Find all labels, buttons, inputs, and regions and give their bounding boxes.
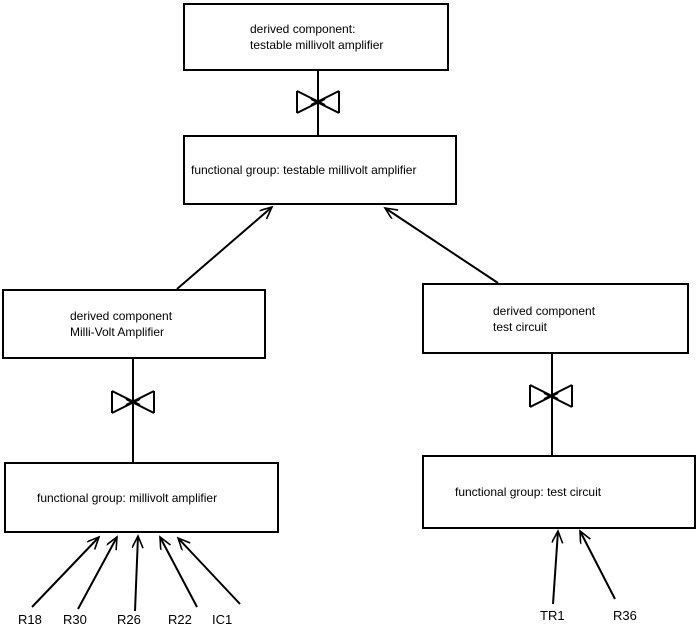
box-functional-group-millivolt-amplifier[interactable]: functional group: millivolt amplifier bbox=[4, 462, 279, 533]
arrow-r36 bbox=[579, 531, 616, 600]
box-text-line: test circuit bbox=[493, 319, 548, 334]
box-derived-component-milli-volt-amplifier[interactable]: derived component Milli-Volt Amplifier bbox=[2, 289, 266, 359]
arrow-r18 bbox=[31, 537, 99, 608]
arrow-r30 bbox=[77, 537, 117, 610]
box-functional-group-test-circuit[interactable]: functional group: test circuit bbox=[422, 455, 696, 529]
component-label-r26[interactable]: R26 bbox=[117, 612, 141, 627]
arrow-r26 bbox=[135, 536, 138, 612]
arrow-left-derived-to-fg-testable bbox=[176, 207, 272, 290]
box-text-line: Milli-Volt Amplifier bbox=[70, 325, 165, 339]
box-text-line: functional group: test circuit bbox=[455, 485, 602, 499]
arrow-ic1 bbox=[178, 538, 241, 605]
box-text-line: functional group: testable millivolt amp… bbox=[191, 163, 417, 177]
arrow-tr1 bbox=[553, 531, 558, 605]
box-functional-group-testable-millivolt-amplifier[interactable]: functional group: testable millivolt amp… bbox=[183, 135, 457, 205]
box-text-line: derived component bbox=[493, 303, 596, 318]
component-label-r18[interactable]: R18 bbox=[18, 612, 42, 627]
component-label-ic1[interactable]: IC1 bbox=[212, 612, 233, 627]
component-label-r30[interactable]: R30 bbox=[63, 612, 87, 627]
component-label-r22[interactable]: R22 bbox=[168, 612, 192, 627]
box-text-line: testable millivolt amplifier bbox=[250, 38, 384, 52]
box-text-line: derived component bbox=[70, 309, 173, 323]
arrow-r22 bbox=[160, 537, 198, 608]
box-text-line: derived component: bbox=[250, 22, 356, 36]
component-label-r36[interactable]: R36 bbox=[613, 608, 637, 623]
component-label-tr1[interactable]: TR1 bbox=[540, 608, 565, 623]
box-text-line: functional group: millivolt amplifier bbox=[37, 490, 218, 505]
arrow-right-derived-to-fg-testable bbox=[385, 208, 499, 284]
box-derived-component-test-circuit[interactable]: derived component test circuit bbox=[422, 283, 689, 354]
box-derived-component-testable-millivolt-amplifier[interactable]: derived component: testable millivolt am… bbox=[183, 3, 449, 71]
